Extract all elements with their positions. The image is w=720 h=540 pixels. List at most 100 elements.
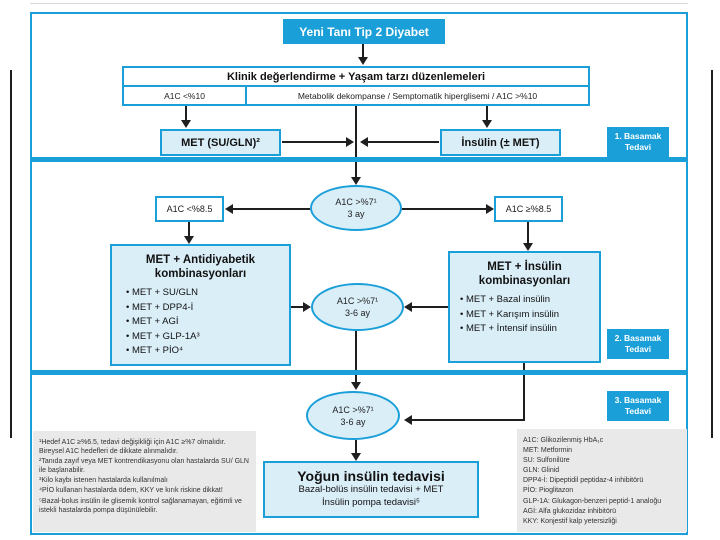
decision-ellipse-3-6ay-step3-line2: 3-6 ay: [340, 416, 366, 427]
slide-edge-line-right: [711, 70, 713, 438]
combo-left-title: MET + Antidiyabetik kombinasyonları: [112, 253, 289, 281]
arrowhead-down-icon: [523, 243, 533, 251]
connector-line: [523, 363, 525, 421]
abbreviation: GLP-1A: Glukagon-benzeri peptid-1 analoğ…: [523, 497, 662, 505]
arrowhead-down-icon: [358, 57, 368, 65]
combo-left-list: MET + SU/GLN MET + DPP4-İ MET + AGİ MET …: [126, 286, 289, 359]
stage-label-1-line2: Tedavi: [624, 142, 652, 152]
connector-line: [188, 222, 190, 237]
arrowhead-left-icon: [360, 137, 368, 147]
list-item: MET + Karışım insülin: [460, 308, 599, 323]
treatment-title: Yoğun insülin tedavisi: [297, 468, 445, 484]
arrowhead-left-icon: [404, 302, 412, 312]
arrowhead-down-icon: [351, 177, 361, 185]
decision-ellipse-3ay-line1: A1C >%7¹: [335, 197, 377, 207]
arrowhead-left-icon: [404, 415, 412, 425]
arrowhead-right-icon: [486, 204, 494, 214]
abbreviation: MET: Metformin: [523, 447, 573, 455]
stage-label-3: 3. Basamak Tedavi: [607, 391, 669, 421]
abbreviations-panel: A1C: Glikozilenmiş HbA₁c MET: Metformin …: [517, 429, 687, 532]
connector-line: [355, 331, 357, 382]
intensive-insulin-treatment-box: Yoğun insülin tedavisi Bazal-bolüs insül…: [263, 461, 479, 518]
footnote: ⁵Bazal-bolus insülin ile glisemik kontro…: [39, 497, 242, 514]
arrowhead-left-icon: [225, 204, 233, 214]
abbreviation: A1C: Glikozilenmiş HbA₁c: [523, 437, 604, 444]
list-item: MET + PİO⁴: [126, 344, 289, 359]
abbreviation: DPP4-İ: Dipeptidil peptidaz-4 inhibitörü: [523, 477, 644, 485]
decision-ellipse-3ay: A1C >%7¹ 3 ay: [310, 185, 402, 231]
stage-label-3-line2: Tedavi: [624, 406, 652, 416]
connector-line: [282, 141, 346, 143]
list-item: MET + GLP-1A³: [126, 330, 289, 345]
slide-top-edge: [30, 3, 688, 4]
stage-label-2: 2. Basamak Tedavi: [607, 329, 669, 359]
stage-label-3-line1: 3. Basamak: [614, 395, 662, 405]
connector-line: [412, 306, 448, 308]
treatment-line1: Bazal-bolüs insülin tedavisi + MET: [298, 484, 444, 495]
footnote: ³Kilo kaybı istenen hastalarda kullanılm…: [39, 477, 168, 485]
decision-ellipse-3-6ay-step2: A1C >%7¹ 3-6 ay: [311, 283, 404, 331]
connector-line: [527, 222, 529, 243]
footnote: ²Tanıda zayıf veya MET kontrendikasyonu …: [39, 458, 249, 475]
decision-ellipse-3ay-line2: 3 ay: [347, 209, 365, 219]
clinical-assessment-header: Klinik değerlendirme + Yaşam tarzı düzen…: [124, 68, 588, 87]
connector-line: [402, 208, 486, 210]
connector-line: [486, 106, 488, 121]
decision-ellipse-3-6ay-step3-line1: A1C >%7¹: [332, 404, 374, 415]
clinical-assessment-row: A1C <%10 Metabolik dekompanse / Semptoma…: [124, 87, 588, 104]
combo-right-title: MET + İnsülin kombinasyonları: [450, 260, 599, 288]
abbreviation: GLN: Glinid: [523, 467, 560, 475]
connector-line: [355, 440, 357, 454]
combo-right-list: MET + Bazal insülin MET + Karışım insüli…: [460, 293, 599, 337]
arrowhead-right-icon: [346, 137, 354, 147]
stage-label-1-line1: 1. Basamak: [614, 131, 662, 141]
decision-ellipse-3-6ay-step3: A1C >%7¹ 3-6 ay: [306, 391, 400, 440]
connector-line: [355, 106, 357, 178]
insulin-box: İnsülin (± MET): [440, 129, 561, 156]
arrowhead-down-icon: [181, 120, 191, 128]
connector-line: [185, 106, 187, 121]
met-box: MET (SU/GLN)²: [160, 129, 281, 156]
section-divider-1: [32, 157, 686, 162]
abbreviation: SU: Sulfonilüre: [523, 457, 570, 465]
footnotes-panel: ¹Hedef A1C ≥%6.5, tedavi değişikliği içi…: [33, 431, 256, 532]
abbreviation: KKY: Konjestif kalp yetersizliği: [523, 517, 617, 525]
clinical-assessment-box: Klinik değerlendirme + Yaşam tarzı düzen…: [122, 66, 590, 106]
arrowhead-down-icon: [184, 236, 194, 244]
list-item: MET + İntensif insülin: [460, 322, 599, 337]
connector-line: [368, 141, 439, 143]
section-divider-2: [32, 370, 686, 375]
list-item: MET + Bazal insülin: [460, 293, 599, 308]
list-item: MET + DPP4-İ: [126, 301, 289, 316]
met-antidiabetic-combinations-box: MET + Antidiyabetik kombinasyonları MET …: [110, 244, 291, 366]
abbreviation: AGİ: Alfa glukozidaz inhibitörü: [523, 507, 616, 515]
abbreviation: PİO: Pioglitazon: [523, 487, 574, 495]
arrowhead-right-icon: [303, 302, 311, 312]
decision-ellipse-3-6ay-step2-line1: A1C >%7¹: [336, 296, 379, 306]
combo-left-title-line1: MET + Antidiyabetik: [145, 254, 256, 266]
footnote: ¹Hedef A1C ≥%6.5, tedavi değişikliği içi…: [39, 439, 226, 456]
slide-edge-line-left: [10, 70, 12, 438]
connector-line: [291, 306, 304, 308]
connector-line: [362, 44, 364, 58]
arrowhead-down-icon: [482, 120, 492, 128]
combo-left-title-line2: kombinasyonları: [154, 268, 247, 280]
arrowhead-down-icon: [351, 453, 361, 461]
combo-right-title-line1: MET + İnsülin: [487, 261, 562, 273]
clinical-cell-decompensated: Metabolik dekompanse / Semptomatik hiper…: [297, 90, 538, 101]
decision-ellipse-3-6ay-step2-line2: 3-6 ay: [344, 308, 370, 318]
list-item: MET + AGİ: [126, 315, 289, 330]
combo-right-title-line2: kombinasyonları: [478, 275, 571, 287]
stage-label-1: 1. Basamak Tedavi: [607, 127, 669, 157]
footnote: ⁴PİO kullanan hastalarda ödem, KKY ve kı…: [39, 487, 223, 495]
branch-a1c-above-8-5: A1C ≥%8.5: [494, 196, 563, 222]
list-item: MET + SU/GLN: [126, 286, 289, 301]
arrowhead-down-icon: [351, 382, 361, 390]
diagram-title: Yeni Tanı Tip 2 Diyabet: [283, 19, 445, 44]
met-insulin-combinations-box: MET + İnsülin kombinasyonları MET + Baza…: [448, 251, 601, 363]
branch-a1c-below-8-5: A1C <%8.5: [155, 196, 224, 222]
stage-label-2-line1: 2. Basamak: [614, 333, 662, 343]
connector-line: [412, 419, 525, 421]
clinical-cell-a1c-low: A1C <%10: [124, 87, 247, 104]
